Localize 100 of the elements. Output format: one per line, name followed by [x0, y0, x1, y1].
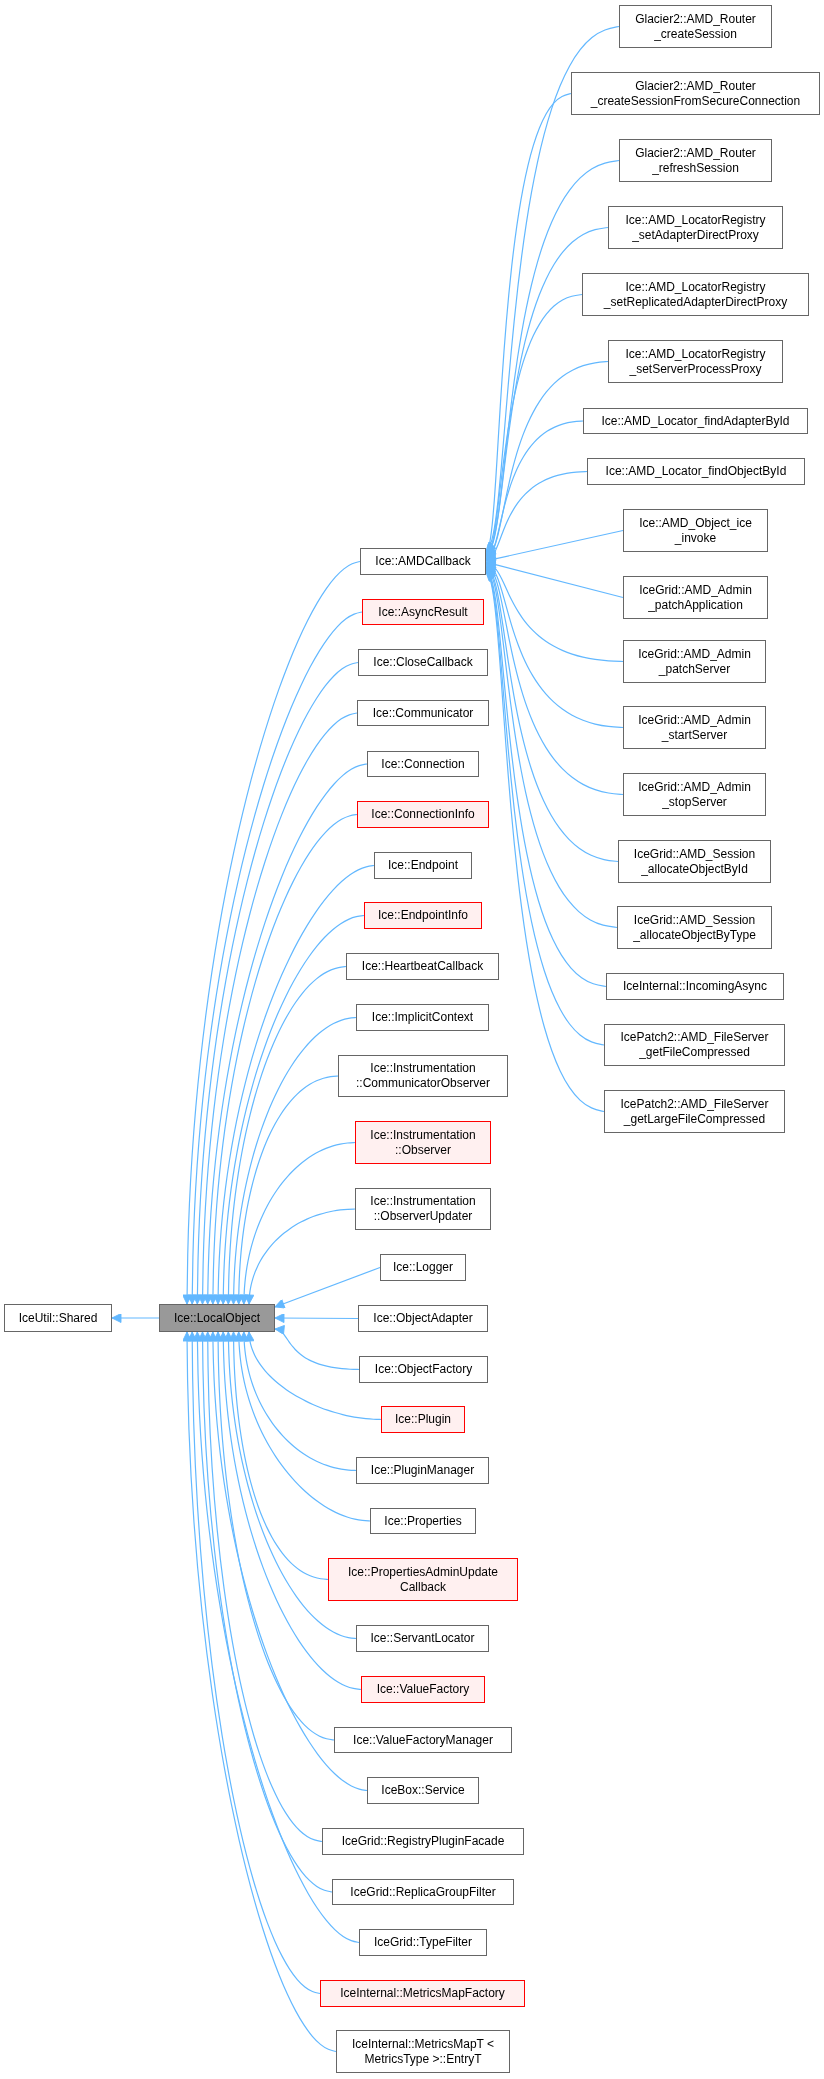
class-box: [334, 1727, 512, 1753]
class-name: Ice::AMDCallback: [375, 554, 471, 569]
class-box: [370, 1508, 476, 1534]
inheritance-arrow: [274, 1325, 360, 1371]
class-box: [381, 1406, 465, 1433]
class-name: Glacier2::AMD_Router _createSession: [634, 11, 757, 42]
class-box: [356, 1457, 489, 1484]
class-box: [4, 1304, 112, 1332]
class-name: IceGrid::AMD_Admin _patchApplication: [638, 582, 753, 613]
class-box: [358, 1305, 488, 1332]
class-box: [362, 599, 484, 625]
class-name: IceGrid::TypeFilter: [374, 1935, 472, 1950]
inheritance-arrow: [485, 529, 624, 564]
class-name: IceBox::Service: [381, 1783, 465, 1798]
class-box: [328, 1558, 518, 1601]
class-box: [617, 906, 772, 949]
inheritance-arrow: [274, 1266, 381, 1309]
class-box: [159, 1304, 275, 1332]
class-name: Ice::ValueFactoryManager: [353, 1732, 493, 1748]
inheritance-arrow: [208, 813, 358, 1305]
class-name: Ice::AMD_LocatorRegistry _setReplicatedAdapterDirectProxy: [602, 279, 789, 310]
inheritance-arrow: [111, 1313, 160, 1323]
class-box: [608, 340, 783, 383]
inheritance-arrow: [485, 559, 624, 599]
class-name: Ice::PropertiesAdminUpdate Callback: [346, 1564, 500, 1595]
inheritance-arrow: [223, 965, 347, 1305]
class-box: [357, 700, 489, 726]
class-box: [332, 1879, 514, 1905]
class-box: [380, 1254, 466, 1281]
class-name: Ice::ObjectFactory: [374, 1362, 473, 1377]
class-box: [359, 1356, 488, 1383]
inheritance-arrow: [192, 1331, 360, 1944]
class-box: [367, 1777, 479, 1804]
class-name: IceGrid::AMD_Admin _stopServer: [637, 779, 752, 810]
class-box: [360, 548, 486, 575]
inheritance-arrow: [244, 1331, 382, 1421]
class-name: Ice::Communicator: [372, 705, 474, 721]
inheritance-arrow: [208, 1331, 368, 1792]
inheritance-arrow: [233, 1075, 339, 1305]
class-box: [618, 840, 771, 883]
class-name: Ice::Connection: [381, 756, 465, 772]
class-name: Ice::AMD_LocatorRegistry _setAdapterDirectProxy: [624, 212, 767, 243]
class-name: Ice::AMD_LocatorRegistry _setServerProcessProxy: [624, 346, 767, 377]
inheritance-arrow: [202, 763, 368, 1305]
class-box: [356, 1625, 489, 1652]
inheritance-arrow: [218, 914, 365, 1305]
class-box: [355, 1121, 491, 1164]
inheritance-arrow: [213, 1331, 335, 1741]
class-name: Ice::AMD_Locator_findObjectById: [605, 464, 787, 479]
inheritance-arrow: [239, 1141, 356, 1305]
class-box: [608, 206, 783, 249]
class-name: Ice::Properties: [384, 1513, 462, 1529]
class-name: Ice::AsyncResult: [378, 604, 468, 620]
class-name: Ice::EndpointInfo: [377, 908, 469, 923]
class-name: Glacier2::AMD_Router _refreshSession: [634, 145, 757, 176]
class-name: Ice::PluginManager: [370, 1463, 475, 1478]
class-name: IceGrid::AMD_Session _allocateObjectById: [632, 846, 757, 877]
class-name: Ice::ObjectAdapter: [373, 1311, 473, 1326]
inheritance-arrow: [239, 1331, 357, 1472]
class-box: [623, 509, 768, 552]
class-name: Ice::AMD_Object_ice _invoke: [638, 515, 753, 546]
inheritance-arrow: [244, 1208, 356, 1305]
class-box: [623, 706, 766, 749]
class-name: IceGrid::ReplicaGroupFilter: [350, 1884, 496, 1900]
class-name: IceUtil::Shared: [18, 1310, 98, 1326]
class-box: [357, 801, 489, 828]
class-box: [356, 1004, 489, 1031]
inheritance-arrow: [218, 1331, 362, 1691]
class-name: Glacier2::AMD_Router _createSessionFromSecureConnection: [589, 78, 802, 109]
inheritance-arrow: [485, 567, 618, 929]
class-box: [346, 953, 499, 980]
class-box: [623, 576, 768, 619]
class-name: Ice::ConnectionInfo: [371, 807, 475, 822]
class-box: [338, 1055, 508, 1097]
class-box: [606, 973, 784, 1000]
inheritance-arrow: [485, 420, 584, 561]
class-name: Ice::ServantLocator: [370, 1631, 475, 1646]
class-box: [361, 1676, 485, 1703]
inheritance-arrow: [274, 1313, 359, 1323]
class-box: [619, 5, 772, 48]
class-box: [604, 1090, 785, 1133]
inheritance-arrow: [223, 1331, 357, 1640]
class-name: IcePatch2::AMD_FileServer _getLargeFileCompressed: [619, 1096, 770, 1127]
class-box: [358, 649, 488, 676]
class-box: [367, 751, 479, 777]
inheritance-arrow: [182, 1331, 337, 2053]
inheritance-arrow: [187, 1331, 321, 1995]
inheritance-arrow: [213, 864, 375, 1305]
class-name: IceGrid::AMD_Session _allocateObjectByType: [632, 912, 757, 943]
class-box: [623, 773, 766, 816]
class-box: [359, 1929, 487, 1956]
class-name: Ice::ImplicitContext: [371, 1010, 474, 1025]
class-name: IceGrid::AMD_Admin _patchServer: [637, 646, 752, 677]
class-name: Ice::CloseCallback: [373, 655, 473, 670]
class-name: IceInternal::MetricsMapT < MetricsType >::EntryT: [350, 2036, 496, 2067]
class-name: IceInternal::MetricsMapFactory: [340, 1986, 505, 2001]
class-name: Ice::HeartbeatCallback: [361, 959, 484, 974]
class-name: Ice::Instrumentation ::Observer: [369, 1127, 477, 1158]
class-box: [587, 458, 805, 485]
class-name: Ice::ValueFactory: [376, 1682, 470, 1697]
